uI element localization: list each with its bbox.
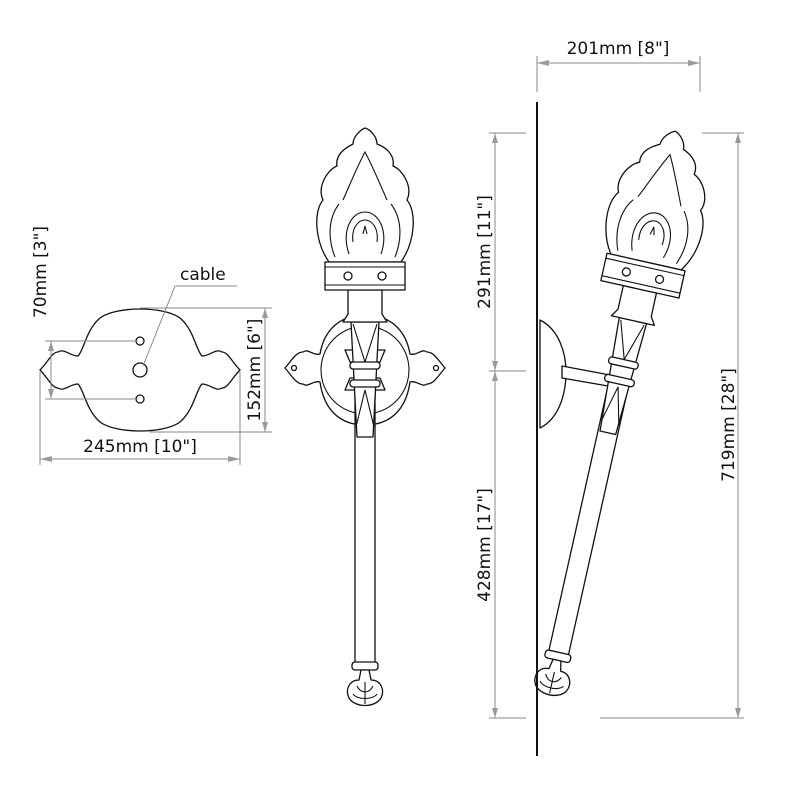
cable-hole — [132, 362, 148, 378]
torch-side-view — [501, 120, 723, 706]
torch-front-view — [284, 127, 446, 707]
dim-mount-width: 201mm [8"] — [567, 39, 670, 59]
dim-plate-height: 152mm [6"] — [245, 319, 265, 422]
wall-arm — [561, 365, 611, 387]
back-plate — [39, 308, 241, 432]
dim-hole-spacing: 70mm [3"] — [31, 226, 51, 318]
cable-leader — [142, 285, 237, 367]
dim-upper-height: 291mm [11"] — [475, 195, 495, 309]
dim-total-height: 719mm [28"] — [719, 368, 739, 482]
dim-lower-height: 428mm [17"] — [475, 488, 495, 602]
cable-label: cable — [180, 265, 226, 285]
dim-plate-width: 245mm [10"] — [83, 437, 197, 457]
